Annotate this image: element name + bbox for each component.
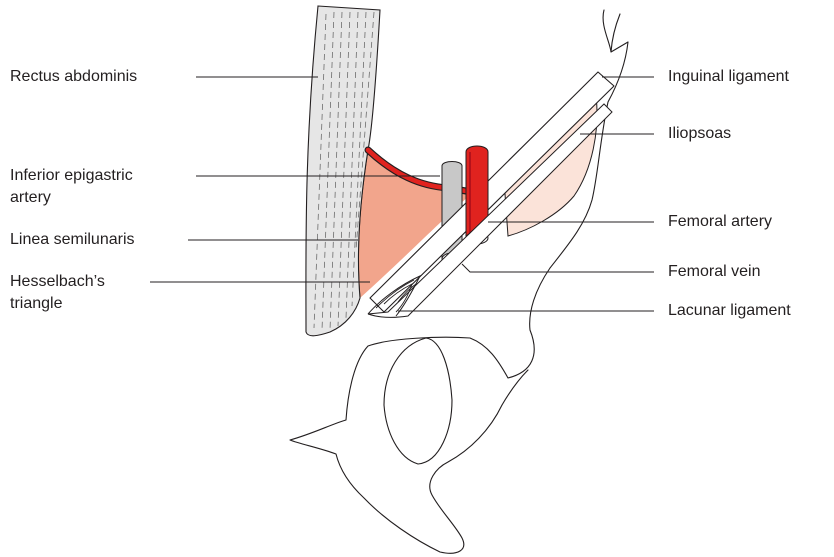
label-linea-semilunaris: Linea semilunaris [10,229,135,251]
label-hesselbachs-triangle-line-2: triangle [10,293,105,315]
label-rectus-abdominis: Rectus abdominis [10,66,137,88]
label-femoral-artery: Femoral artery [668,211,772,233]
label-hesselbachs-triangle: Hesselbach’s triangle [10,271,105,315]
label-inguinal-ligament: Inguinal ligament [668,66,789,88]
label-lacunar-ligament: Lacunar ligament [668,300,791,322]
label-hesselbachs-triangle-line-1: Hesselbach’s [10,271,105,293]
label-inferior-epigastric-artery: Inferior epigastric artery [10,165,133,209]
label-inferior-epigastric-artery-line-1: Inferior epigastric [10,165,133,187]
label-inferior-epigastric-artery-line-2: artery [10,187,133,209]
label-iliopsoas: Iliopsoas [668,123,731,145]
label-femoral-vein: Femoral vein [668,261,760,283]
